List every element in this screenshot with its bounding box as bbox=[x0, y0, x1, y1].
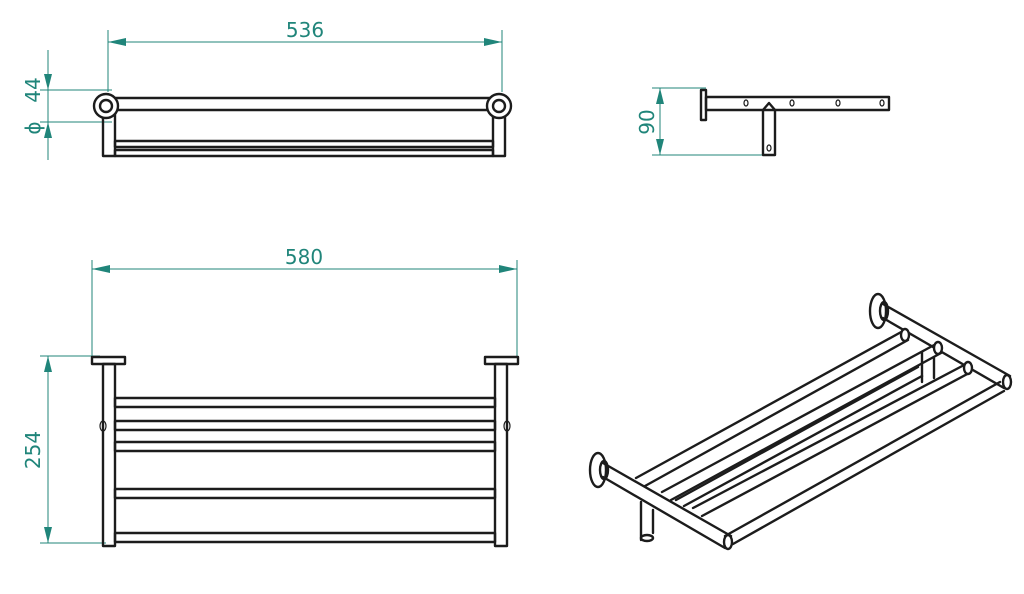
front-view-dimension-lines bbox=[40, 260, 518, 544]
side-view: 90 bbox=[635, 87, 891, 157]
iso-rails bbox=[634, 327, 1006, 546]
top-width-label: 536 bbox=[286, 18, 324, 42]
front-width-label: 580 bbox=[285, 245, 323, 269]
top-view-dimension-lines bbox=[40, 30, 503, 160]
diameter-symbol: ϕ bbox=[21, 121, 45, 134]
top-view-part bbox=[92, 92, 513, 158]
side-view-part bbox=[699, 88, 891, 157]
front-view-part bbox=[90, 355, 520, 548]
front-view: 580 254 bbox=[21, 245, 520, 548]
front-height-label: 254 bbox=[21, 431, 45, 469]
side-view-dimension-lines bbox=[652, 87, 768, 156]
top-view: 536 ϕ 44 bbox=[21, 18, 513, 160]
isometric-view bbox=[588, 292, 1013, 551]
diameter-label: 44 bbox=[21, 77, 45, 102]
side-height-label: 90 bbox=[635, 109, 659, 134]
